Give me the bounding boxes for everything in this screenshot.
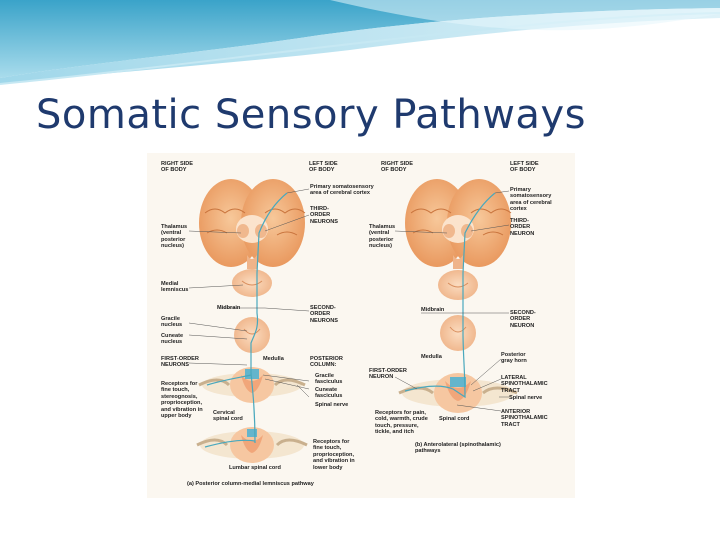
a-label-lumbar-cord: Lumbar spinal cord <box>229 465 281 471</box>
a-label-receptors-lower: Receptors for fine touch, proprioception… <box>313 439 355 471</box>
b-label-receptors: Receptors for pain, cold, warmth, crude … <box>375 410 428 436</box>
b-label-spinal-cord: Spinal cord <box>439 416 469 422</box>
a-label-posterior-column: POSTERIOR COLUMN: <box>310 356 343 369</box>
b-label-posterior-horn: Posterior gray horn <box>501 352 527 365</box>
a-label-medial-lemniscus: Medial lemniscus <box>161 281 188 294</box>
slide-title: Somatic Sensory Pathways <box>36 92 586 138</box>
panel-b-diagram <box>395 179 517 413</box>
brain-section-b <box>405 179 511 269</box>
a-label-third-order: THIRD- ORDER NEURONS <box>310 206 338 225</box>
a-label-cervical-cord: Cervical spinal cord <box>213 410 243 423</box>
b-label-third-order: THIRD- ORDER NEURON <box>510 218 534 237</box>
a-label-first-order: FIRST-ORDER NEURONS <box>161 356 199 369</box>
sensory-pathways-figure: RIGHT SIDE OF BODY LEFT SIDE OF BODY Pri… <box>147 153 575 498</box>
b-label-midbrain: Midbrain <box>421 307 444 313</box>
a-label-spinal-nerve: Spinal nerve <box>315 402 348 408</box>
b-label-anterior-tract: ANTERIOR SPINOTHALAMIC TRACT <box>501 409 548 428</box>
a-label-right-side: RIGHT SIDE OF BODY <box>161 161 193 174</box>
b-label-medulla: Medulla <box>421 354 442 360</box>
a-label-gracile-nucleus: Gracile nucleus <box>161 316 182 329</box>
b-label-primary-area: Primary somatosensory area of cerebral c… <box>510 187 552 213</box>
b-label-thalamus: Thalamus (ventral posterior nucleus) <box>369 224 395 250</box>
medulla-section-a <box>234 317 270 353</box>
midbrain-section-b <box>438 270 478 300</box>
b-label-lateral-tract: LATERAL SPINOTHALAMIC TRACT <box>501 375 548 394</box>
a-label-cuneate-nucleus: Cuneate nucleus <box>161 333 183 346</box>
header-banner <box>0 0 720 95</box>
a-label-second-order: SECOND- ORDER NEURONS <box>310 305 338 324</box>
midbrain-section-a <box>232 269 272 297</box>
a-label-receptors-upper: Receptors for fine touch, stereognosis, … <box>161 381 203 419</box>
a-caption: (a) Posterior column-medial lemniscus pa… <box>187 481 314 487</box>
a-label-primary-area: Primary somatosensory area of cerebral c… <box>310 184 374 197</box>
a-label-thalamus: Thalamus (ventral posterior nucleus) <box>161 224 187 250</box>
b-label-second-order: SECOND- ORDER NEURON <box>510 310 536 329</box>
b-label-right-side: RIGHT SIDE OF BODY <box>381 161 413 174</box>
a-label-gracile-fasciculus: Gracile fasciculus <box>315 373 342 386</box>
b-label-first-order: FIRST-ORDER NEURON <box>369 368 407 381</box>
b-label-spinal-nerve: Spinal nerve <box>509 395 542 401</box>
a-label-midbrain: Midbrain <box>217 305 240 311</box>
b-caption: (b) Anterolateral (spinothalamic) pathwa… <box>415 442 501 455</box>
b-label-left-side: LEFT SIDE OF BODY <box>510 161 539 174</box>
a-label-medulla: Medulla <box>263 356 284 362</box>
panel-a-diagram <box>189 179 309 463</box>
a-label-cuneate-fasciculus: Cuneate fasciculus <box>315 387 342 400</box>
a-label-left-side: LEFT SIDE OF BODY <box>309 161 338 174</box>
medulla-section-b <box>440 315 476 351</box>
